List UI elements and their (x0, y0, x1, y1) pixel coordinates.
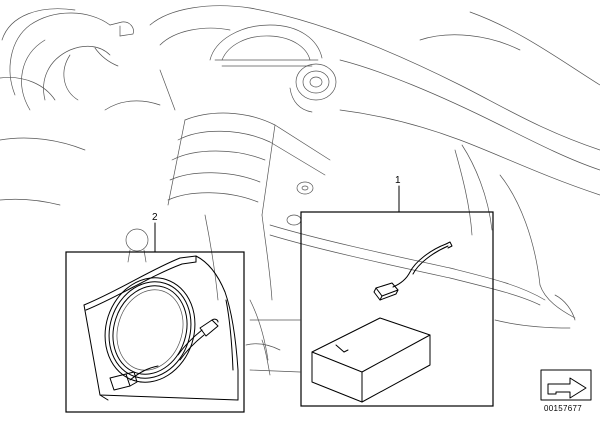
callout-2: 2 (152, 212, 158, 253)
document-number: 00157677 (544, 404, 582, 413)
adapter-cable (373, 241, 453, 301)
package-box (311, 317, 431, 403)
callout-label-2: 2 (152, 212, 158, 223)
callout-label-1: 1 (395, 175, 401, 186)
cable-display-stand (83, 255, 239, 401)
callout-1: 1 (395, 175, 401, 213)
forward-arrow-icon[interactable] (540, 369, 592, 401)
inset-box-part-2 (65, 251, 245, 413)
dashboard-background (0, 5, 600, 376)
inset-box-part-1 (300, 211, 494, 407)
coiled-usb-cable (104, 277, 219, 391)
